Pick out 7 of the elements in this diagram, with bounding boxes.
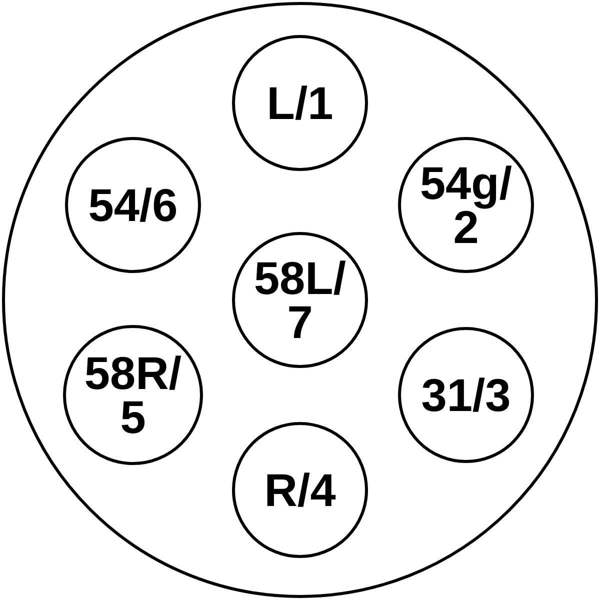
pin-label: L/1 — [266, 81, 334, 125]
pin-label: 54/6 — [88, 183, 178, 227]
pin-label: 58R/ 5 — [83, 351, 183, 439]
pin-label: 58L/ 7 — [252, 256, 348, 344]
pin-label: R/4 — [264, 468, 336, 512]
pin-label: 31/3 — [421, 373, 511, 417]
pin-label: 54g/ 2 — [418, 161, 514, 249]
